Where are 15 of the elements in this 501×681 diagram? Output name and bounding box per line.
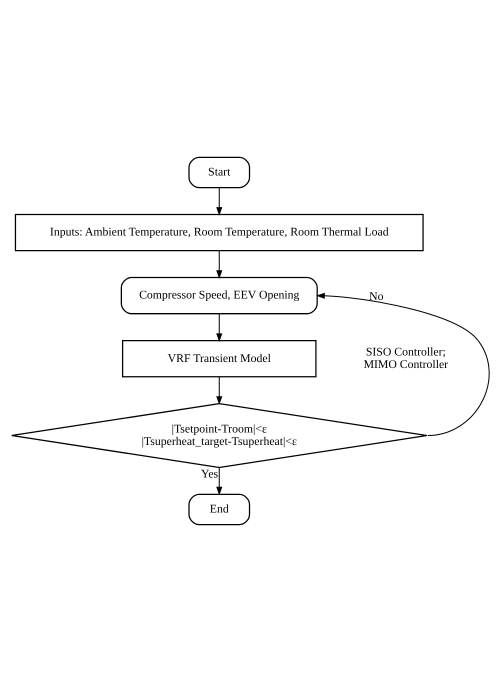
arrow xyxy=(216,467,222,496)
node-box: Inputs: Ambient Temperature, Room Temperature, Room Thermal Load xyxy=(14,213,424,251)
node-box: Compressor Speed, EEV Opening xyxy=(120,276,318,314)
node-box: VRF Transient Model xyxy=(122,339,317,377)
arrow xyxy=(216,376,222,405)
node-box: End xyxy=(188,493,250,525)
arrow xyxy=(216,313,222,342)
arrow xyxy=(216,250,222,279)
node-box: Start xyxy=(188,156,250,188)
edge-label: No xyxy=(369,289,384,302)
arrow xyxy=(316,292,490,436)
edge-label: Yes xyxy=(201,466,218,480)
label: SISO Controller; MIMO Controller xyxy=(364,344,448,371)
arrow xyxy=(216,187,222,216)
node-diamond: |Tsetpoint-Troom|<ε |Tsuperheat_target-Tsuperheat|<ε xyxy=(11,402,428,468)
